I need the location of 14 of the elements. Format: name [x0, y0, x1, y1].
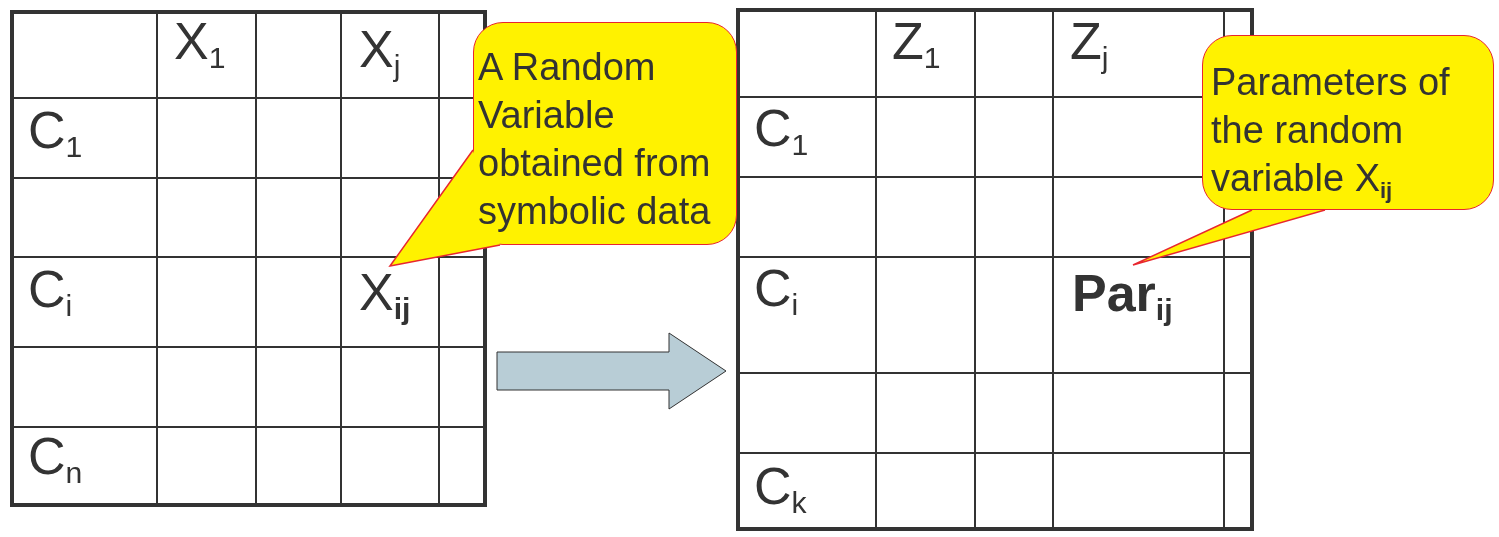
callout-text: A Random Variable obtained from symbolic data [478, 45, 712, 234]
cell-label: Z$_{1}$ [892, 13, 941, 71]
cell-label: C$_{1}$ [28, 102, 83, 160]
cell-label: C$_{1}$ [754, 100, 809, 158]
callout-pointer [388, 149, 501, 268]
callout-text: Parameters of the random variable X$_{ij}$ [1211, 60, 1451, 202]
block-arrow [496, 332, 727, 410]
callout-bubble [473, 22, 737, 245]
cell-label: C$_{k}$ [754, 458, 807, 516]
cell-label: C$_{i}$ [28, 261, 73, 319]
cell-label: C$_{n}$ [28, 428, 83, 486]
callout-pointer [1132, 209, 1326, 266]
cell-label: X$_{1}$ [174, 13, 226, 71]
cell-label: C$_{i}$ [754, 260, 799, 318]
